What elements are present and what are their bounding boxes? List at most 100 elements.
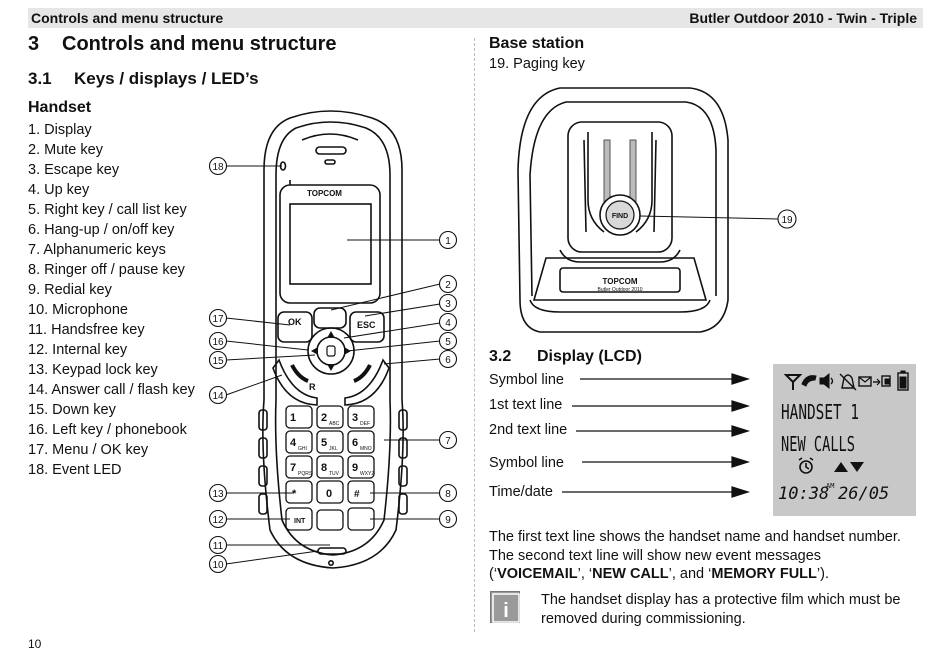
callout-4: 4 [445,318,451,329]
callout-10: 10 [212,560,224,571]
list-item: 12. Internal key [28,342,128,358]
key-5-label: 5 [321,437,327,449]
callout-5: 5 [445,337,451,348]
key-3-sub: DEF [360,421,370,427]
list-item: 4. Up key [28,182,90,198]
ok-key-label: OK [288,317,302,327]
info-icon-glyph: i [503,600,509,622]
callout-12: 12 [212,515,224,526]
callout-16: 16 [212,337,224,348]
callout-19: 19 [781,215,793,226]
handset-illustration: TOPCOM OK ESC R INT 1 2 ABC 3 DEF 4 GHI … [208,110,458,574]
column-divider [474,38,475,632]
key-9-sub: WXYZ [360,471,374,477]
key-6-sub: MNO [360,446,372,452]
key-1-label: 1 [290,412,296,424]
memory-full-term: MEMORY FULL [711,566,817,582]
list-item: 15. Down key [28,402,116,418]
callout-1: 1 [445,236,451,247]
header-product-title: Butler Outdoor 2010 - Twin - Triple [689,10,917,26]
section-3-1-number: 3.1 [28,69,52,88]
callout-8: 8 [445,489,451,500]
chapter-number: 3 [28,33,40,55]
lcd-row-label-symbol-2: Symbol line [489,455,564,471]
lcd-screen [773,364,916,516]
list-item: 1. Display [28,122,92,138]
handset-heading: Handset [28,99,92,116]
description-end: ’). [816,566,829,582]
key-7-label: 7 [290,462,296,474]
section-3-2-number: 3.2 [489,348,512,365]
section-3-2-heading: 3.2 Display (LCD) [489,348,642,366]
page-number: 10 [28,637,42,651]
lcd-row-label-time: Time/date [489,484,553,500]
chapter-title: Controls and menu structure [62,33,337,55]
list-item: 7. Alphanumeric keys [28,242,166,258]
base-station-illustration: FIND TOPCOM Butler Outdoor 2010 19 [517,87,797,333]
display-description: The first text line shows the handset na… [489,528,919,584]
base-station-heading: Base station [489,35,585,52]
key-2-sub: ABC [329,421,340,427]
list-item: 9. Redial key [28,282,112,298]
r-key-label: R [309,382,316,392]
list-item: 16. Left key / phonebook [28,422,187,438]
list-item: 17. Menu / OK key [28,442,149,458]
callout-17: 17 [212,314,224,325]
description-separator: ’, ‘ [577,566,593,582]
key-star-label: * [292,488,297,500]
callout-15: 15 [212,356,224,367]
key-3-label: 3 [352,412,358,424]
callout-9: 9 [445,515,451,526]
lcd-diagram: Symbol line 1st text line 2nd text line … [489,364,916,516]
lcd-row-label-symbol-1: Symbol line [489,372,564,388]
lcd-ampm: AM [826,482,834,490]
list-item: 8. Ringer off / pause key [28,262,185,278]
section-3-1-heading: 3.1 Keys / displays / LED’s [28,69,259,89]
lcd-line-2: NEW CALLS [781,432,855,456]
callout-18: 18 [212,162,224,173]
voicemail-term: VOICEMAIL [497,566,578,582]
key-8-sub: TUV [329,471,340,477]
list-item: 11. Handsfree key [28,322,145,338]
description-text: The first text line shows the handset na… [489,529,901,582]
list-item: 6. Hang-up / on/off key [28,222,175,238]
find-key-label: FIND [612,213,628,220]
key-9-label: 9 [352,462,358,474]
lcd-time: 10:38 [778,484,829,504]
section-3-2-title: Display (LCD) [537,348,642,365]
key-7-sub: PQRS [298,471,313,477]
int-key-label: INT [294,518,306,525]
list-item: 2. Mute key [28,142,103,158]
header-section-title: Controls and menu structure [31,10,224,26]
callout-13: 13 [212,489,224,500]
lcd-row-label-text-2: 2nd text line [489,422,567,438]
key-2-label: 2 [321,412,327,424]
key-0-label: 0 [326,488,332,500]
lcd-date: 26/05 [838,484,889,504]
base-model-label: Butler Outdoor 2010 [597,287,642,293]
key-5-sub: JKL [329,446,338,452]
list-item: 18. Event LED [28,462,122,478]
key-4-sub: GHI [298,446,307,452]
chapter-heading: 3 Controls and menu structure [28,33,336,56]
callout-2: 2 [445,280,451,291]
key-hash-label: # [354,489,360,500]
handset-key-list: 1. Display 2. Mute key 3. Escape key 4. … [28,120,195,480]
list-item: 5. Right key / call list key [28,202,187,218]
callout-14: 14 [212,391,224,402]
base-brand-label: TOPCOM [603,277,638,286]
lcd-line-1: HANDSET 1 [781,400,859,424]
paging-key-item: 19. Paging key [489,56,585,72]
handset-brand-label: TOPCOM [307,189,342,198]
callout-6: 6 [445,355,451,366]
description-separator: ’, and ‘ [668,566,712,582]
list-item: 14. Answer call / flash key [28,382,195,398]
list-item: 10. Microphone [28,302,128,318]
esc-key-label: ESC [357,320,376,330]
callout-11: 11 [213,541,224,552]
header-bar: Controls and menu structure Butler Outdo… [28,8,923,28]
info-icon: i [490,591,520,623]
callout-3: 3 [445,299,451,310]
key-8-label: 8 [321,462,327,474]
section-3-1-title: Keys / displays / LED’s [74,69,259,88]
